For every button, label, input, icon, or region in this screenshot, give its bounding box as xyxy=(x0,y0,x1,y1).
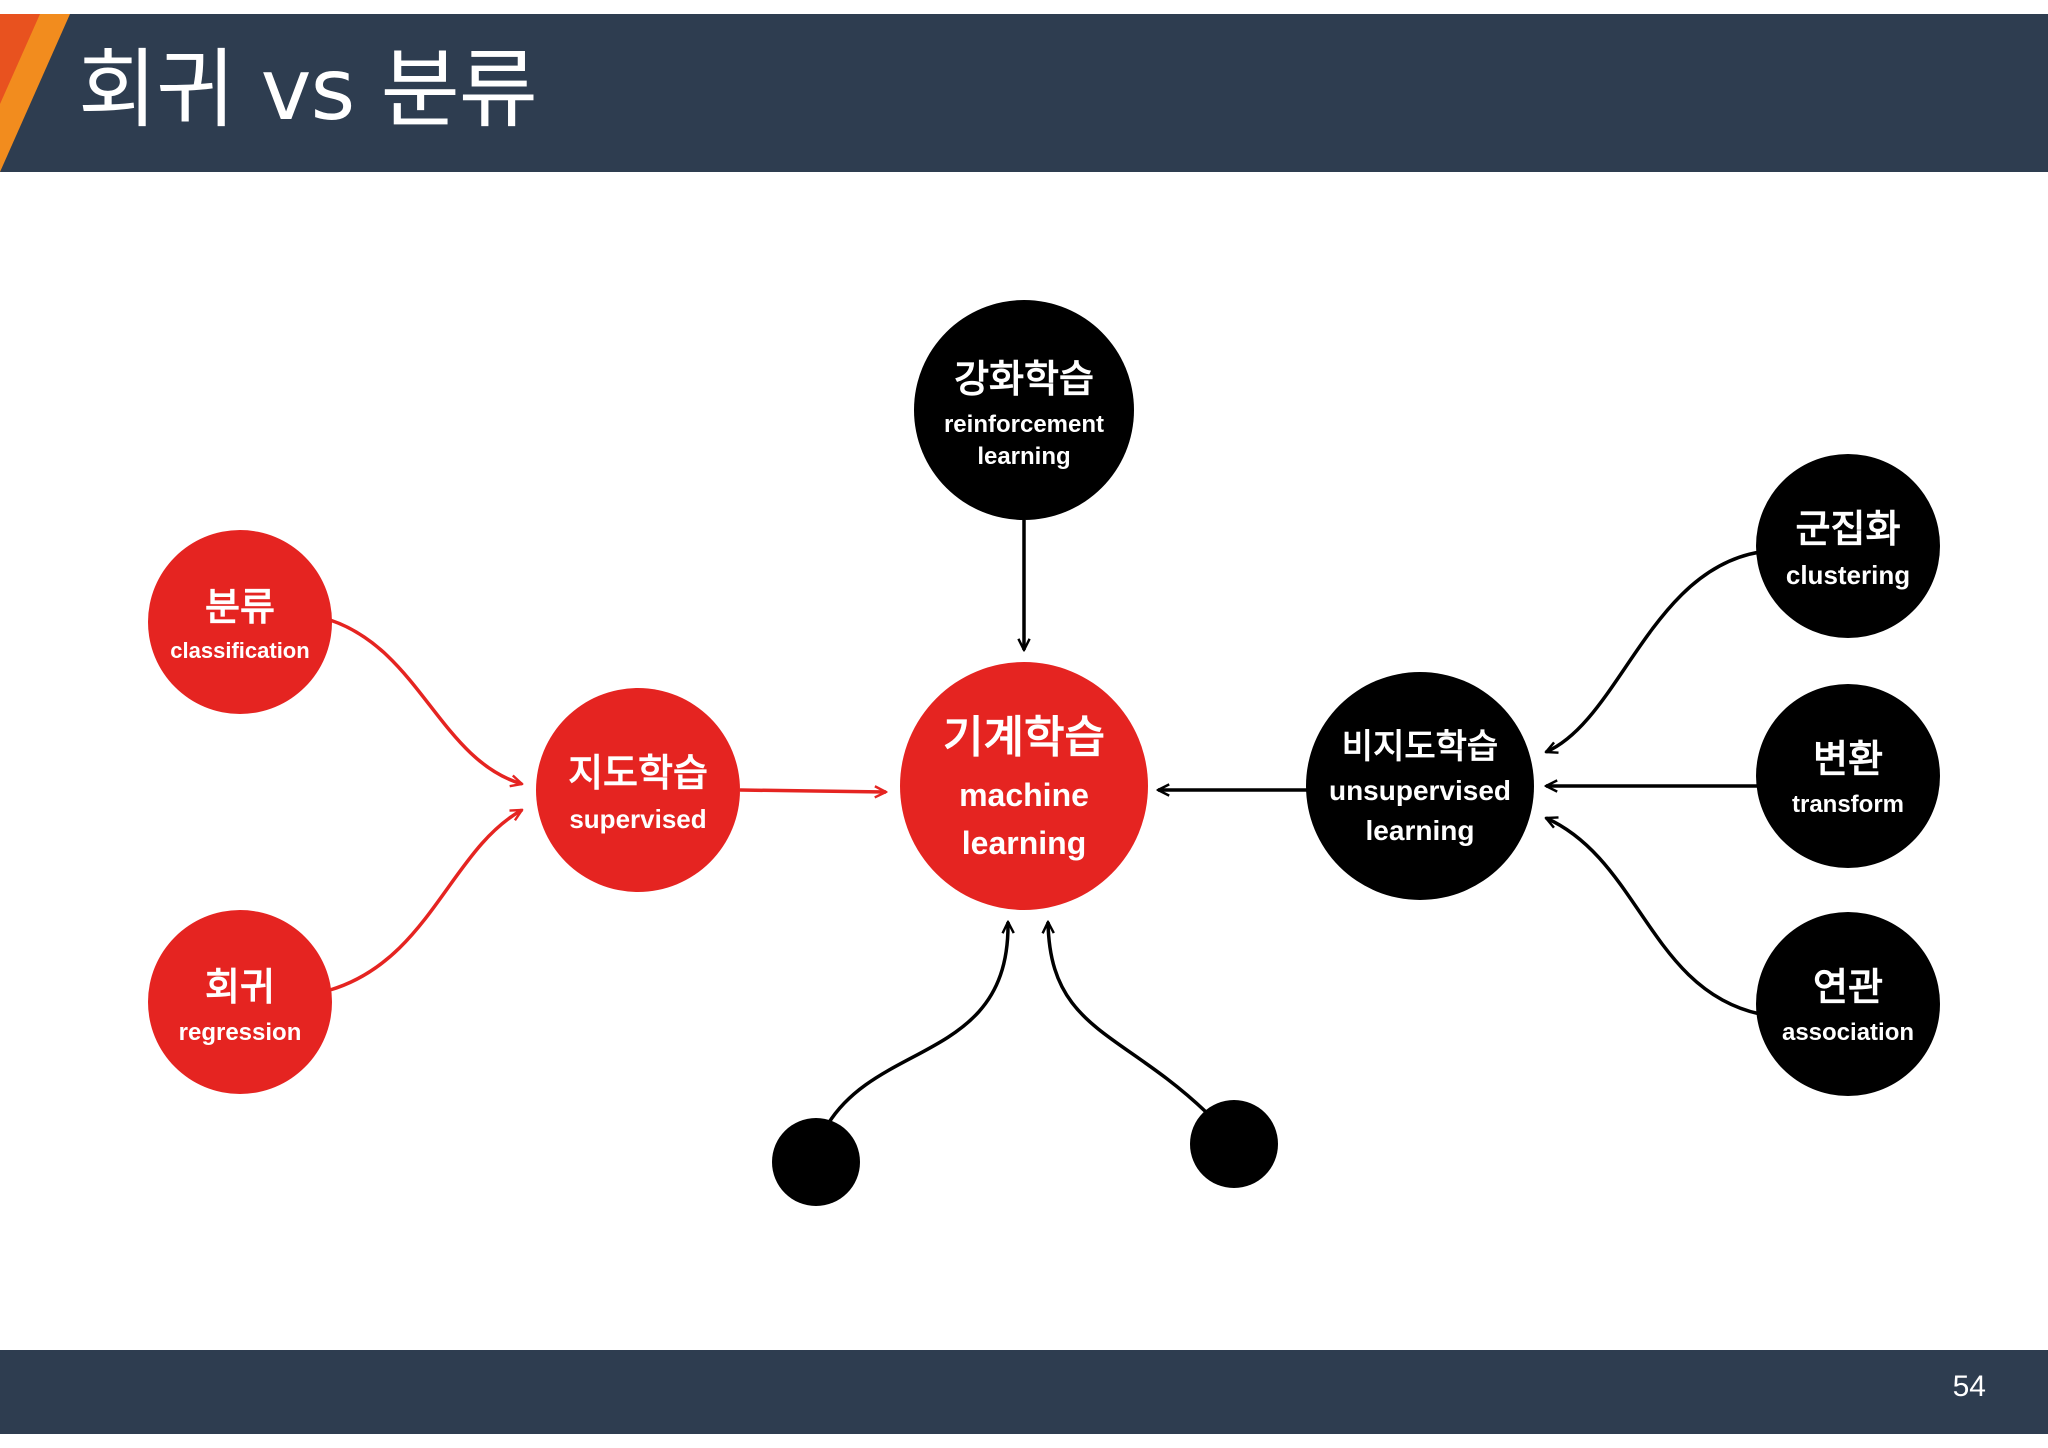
node-clustering-sub1: clustering xyxy=(1786,560,1910,590)
node-regression-title: 회귀 xyxy=(205,965,275,1009)
node-unsupervised-sub2: learning xyxy=(1366,815,1475,846)
dot-left xyxy=(772,1118,860,1206)
edge-classification-supervised xyxy=(329,618,522,784)
header-accent xyxy=(0,14,70,172)
header-bar xyxy=(0,14,2048,172)
node-supervised-title: 지도학습 xyxy=(568,751,708,795)
node-classification: 분류 classification xyxy=(148,530,332,714)
node-regression: 회귀 regression xyxy=(148,910,332,1094)
footer-bar xyxy=(0,1350,2048,1434)
node-reinforcement: 강화학습 reinforcement learning xyxy=(914,300,1134,520)
node-supervised: 지도학습 supervised xyxy=(536,688,740,892)
page-number: 54 xyxy=(1952,1370,1986,1403)
node-unsupervised: 비지도학습 unsupervised learning xyxy=(1306,672,1534,900)
edge-clustering-unsupervised xyxy=(1546,550,1761,752)
node-ml-sub1: machine xyxy=(959,777,1089,813)
dot-right xyxy=(1190,1100,1278,1188)
node-unsupervised-title: 비지도학습 xyxy=(1342,727,1498,767)
node-ml-title: 기계학습 xyxy=(943,712,1105,763)
node-reinforcement-title: 강화학습 xyxy=(954,357,1094,401)
node-association-title: 연관 xyxy=(1813,965,1883,1009)
node-transform: 변환 transform xyxy=(1756,684,1940,868)
node-transform-sub1: transform xyxy=(1792,791,1904,818)
node-regression-sub1: regression xyxy=(179,1019,302,1046)
edge-supervised-ml xyxy=(739,790,886,792)
node-clustering: 군집화 clustering xyxy=(1756,454,1940,638)
node-reinforcement-sub2: learning xyxy=(977,443,1070,470)
edge-dot-right-ml xyxy=(1048,922,1208,1114)
edge-association-unsupervised xyxy=(1546,818,1761,1016)
node-classification-title: 분류 xyxy=(205,585,275,629)
page-title: 회귀 vs 분류 xyxy=(78,40,538,140)
node-clustering-title: 군집화 xyxy=(1796,507,1901,551)
connectors xyxy=(329,520,1761,1125)
node-ml-sub2: learning xyxy=(962,825,1086,861)
node-reinforcement-sub1: reinforcement xyxy=(944,411,1104,438)
node-classification-sub1: classification xyxy=(170,638,309,663)
node-machine-learning: 기계학습 machine learning xyxy=(900,662,1148,910)
node-association-sub1: association xyxy=(1782,1019,1914,1046)
edge-dot-left-ml xyxy=(826,922,1008,1125)
edge-regression-supervised xyxy=(329,808,522,992)
node-transform-title: 변환 xyxy=(1813,737,1883,781)
node-association: 연관 association xyxy=(1756,912,1940,1096)
node-supervised-sub1: supervised xyxy=(569,804,706,834)
node-unsupervised-sub1: unsupervised xyxy=(1329,775,1511,806)
